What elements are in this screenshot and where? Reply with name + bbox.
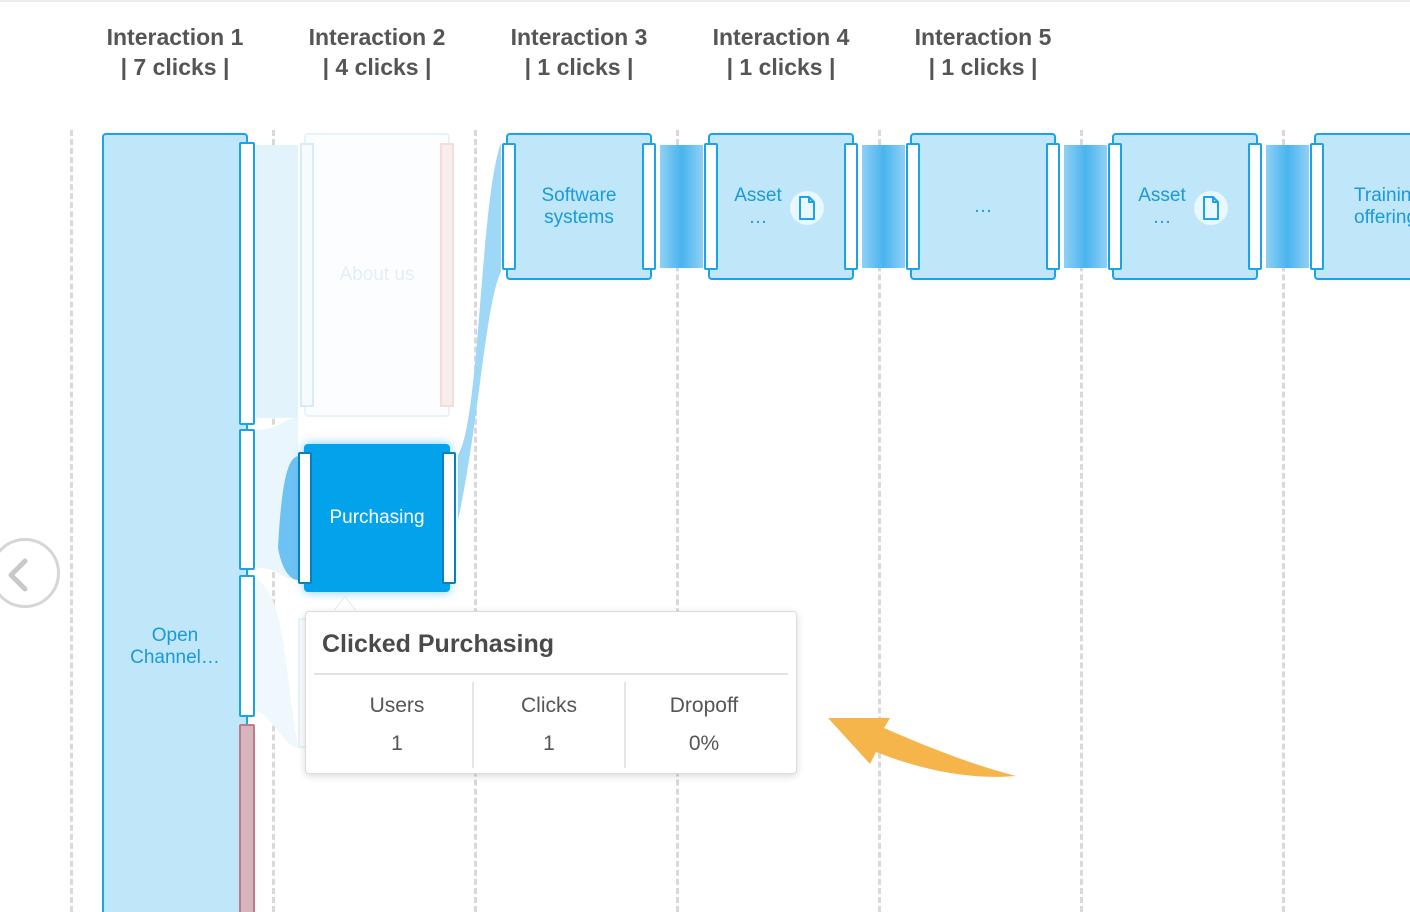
metric-value: 1 [543, 732, 555, 755]
outgoing-port[interactable] [239, 575, 255, 717]
top-border [0, 0, 1410, 2]
outgoing-port[interactable] [1046, 143, 1060, 270]
node-label: About us [339, 264, 415, 285]
flow-link [862, 145, 905, 268]
node-label: Purchasing [329, 507, 425, 528]
flow-link [1266, 145, 1309, 268]
node-asset[interactable]: Asset … [704, 133, 858, 280]
node-label: Asset … [1138, 184, 1186, 228]
column-divider [474, 130, 477, 912]
node-purchasing[interactable]: Purchasing [298, 444, 456, 592]
flow-link [660, 145, 703, 268]
outgoing-port[interactable] [239, 142, 255, 425]
column-divider [1080, 130, 1083, 912]
metric-value: 1 [391, 732, 403, 755]
metric-separator [624, 682, 626, 768]
column-title: Interaction 3 [510, 24, 648, 50]
metric-value: 0% [688, 732, 720, 755]
node-collapsed[interactable]: … [906, 133, 1060, 280]
tooltip-users: Users 1 [314, 682, 480, 768]
column-header-1: Interaction 1 | 7 clicks | [75, 22, 275, 82]
flow-link [1064, 145, 1107, 268]
outgoing-port[interactable] [844, 143, 858, 270]
column-header-3: Interaction 3 | 1 clicks | [479, 22, 679, 82]
dropoff-port [440, 143, 454, 407]
document-icon [790, 191, 824, 225]
node-label: Software systems [541, 184, 617, 228]
column-divider [70, 130, 73, 912]
tooltip-divider [314, 673, 788, 675]
node-asset[interactable]: Asset … [1108, 133, 1262, 280]
column-clicks: | 1 clicks | [928, 54, 1038, 80]
node-label: Open Channel… [130, 625, 220, 668]
node-about-us[interactable]: About us [300, 133, 454, 417]
tooltip-clicks: Clicks 1 [474, 682, 624, 768]
metric-label: Users [369, 694, 425, 717]
tooltip-dropoff: Dropoff 0% [626, 682, 782, 768]
column-title: Interaction 1 [106, 24, 244, 50]
column-clicks: | 1 clicks | [726, 54, 836, 80]
outgoing-port[interactable] [442, 452, 456, 584]
node-label: … [973, 195, 993, 217]
metric-label: Dropoff [669, 694, 739, 717]
column-title: Interaction 2 [308, 24, 446, 50]
chevron-left-icon [8, 558, 28, 592]
node-software-systems[interactable]: Software systems [502, 133, 656, 280]
column-header-4: Interaction 4 | 1 clicks | [681, 22, 881, 82]
column-divider [676, 130, 679, 912]
node-tooltip: Clicked Purchasing Users 1 Clicks 1 Drop… [305, 611, 797, 774]
document-icon [1194, 191, 1228, 225]
tooltip-pointer [334, 597, 356, 611]
annotation-arrow [828, 718, 1016, 777]
metric-separator [472, 682, 474, 768]
column-title: Interaction 4 [712, 24, 850, 50]
outgoing-port[interactable] [642, 143, 656, 270]
column-clicks: | 4 clicks | [322, 54, 432, 80]
column-header-2: Interaction 2 | 4 clicks | [277, 22, 477, 82]
column-clicks: | 1 clicks | [524, 54, 634, 80]
incoming-port[interactable] [906, 143, 920, 270]
node-training-offering[interactable]: Training offering [1310, 133, 1410, 280]
node-label: Training offering [1354, 184, 1410, 228]
incoming-port[interactable] [1108, 143, 1122, 270]
flow-link-faded [256, 145, 298, 418]
incoming-port [300, 143, 314, 407]
incoming-port[interactable] [1310, 143, 1324, 270]
metric-label: Clicks [521, 694, 577, 717]
incoming-port[interactable] [298, 452, 312, 584]
tooltip-title: Clicked Purchasing [322, 630, 555, 658]
flow-link-purchasing-in [278, 456, 298, 580]
node-label: Asset … [734, 184, 782, 228]
flow-link-faded [256, 578, 298, 748]
flow-link-purchasing-out [458, 143, 501, 520]
node-open-channel[interactable]: Open Channel… [102, 133, 248, 912]
scroll-left-button[interactable] [0, 538, 60, 608]
dropoff-bar[interactable] [239, 724, 255, 912]
incoming-port[interactable] [502, 143, 516, 270]
outgoing-port[interactable] [1248, 143, 1262, 270]
incoming-port[interactable] [704, 143, 718, 270]
column-divider [878, 130, 881, 912]
outgoing-port[interactable] [239, 429, 255, 570]
column-clicks: | 7 clicks | [120, 54, 230, 80]
column-title: Interaction 5 [914, 24, 1052, 50]
column-header-5: Interaction 5 | 1 clicks | [883, 22, 1083, 82]
column-divider [1282, 130, 1285, 912]
